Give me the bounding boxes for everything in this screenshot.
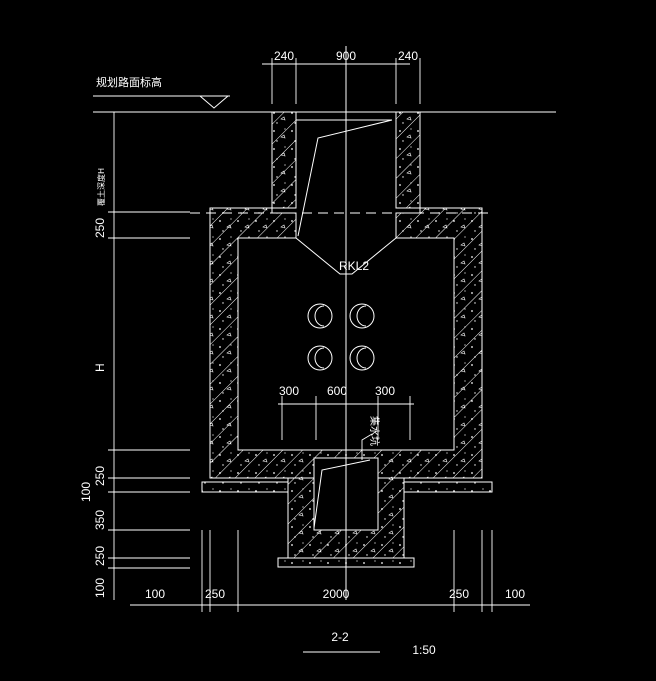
scale-label: 1:50 — [412, 643, 436, 657]
dim-inner-1: 600 — [327, 384, 347, 398]
ground-line — [93, 95, 556, 113]
dim-left-h: H — [93, 363, 107, 372]
dim-bottom-3: 250 — [449, 587, 469, 601]
dim-left-5: 100 — [93, 578, 107, 598]
shaft-walls — [271, 111, 421, 209]
dim-inner-0: 300 — [279, 384, 299, 398]
dim-top-0: 240 — [274, 49, 294, 63]
pipe-holes — [307, 303, 375, 371]
dimension-lines — [108, 58, 530, 653]
rkl2-label: RKL2 — [339, 259, 369, 273]
dim-left-0: 250 — [93, 218, 107, 238]
sump-label: 集水坑 — [368, 416, 381, 446]
dim-left-1: 250 — [93, 466, 107, 486]
dim-bottom-0: 100 — [145, 587, 165, 601]
dim-bottom-2: 2000 — [323, 587, 350, 601]
dim-bottom-1: 250 — [205, 587, 225, 601]
dim-bottom-4: 100 — [505, 587, 525, 601]
dimension-texts: 240 900 240 300 600 300 100 250 2000 250… — [79, 49, 525, 601]
dim-top-1: 900 — [336, 49, 356, 63]
dim-inner-2: 300 — [375, 384, 395, 398]
dim-left-2: 100 — [79, 482, 93, 502]
dim-left-3: 350 — [93, 510, 107, 530]
soil-depth-label: 覆土深度H — [96, 168, 106, 206]
inner-details — [190, 46, 490, 600]
dim-top-2: 240 — [398, 49, 418, 63]
road-level-label: 规划路面标高 — [96, 75, 162, 89]
dim-left-4: 250 — [93, 546, 107, 566]
section-title: 2-2 — [331, 630, 349, 644]
